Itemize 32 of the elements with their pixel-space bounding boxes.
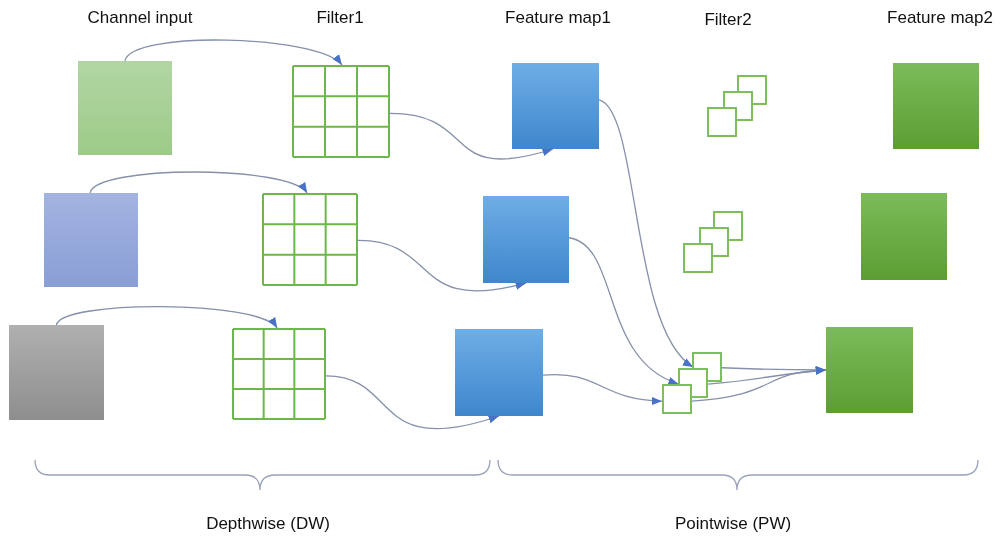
arrow — [691, 366, 827, 402]
arrow — [357, 239, 527, 292]
filter-grid — [292, 65, 390, 158]
arrow — [568, 237, 680, 385]
input-square — [9, 325, 104, 420]
column-heading: Feature map2 — [887, 8, 993, 28]
section-label: Pointwise (PW) — [674, 514, 792, 534]
feature-map-square — [455, 329, 543, 416]
input-square — [78, 61, 172, 155]
input-square — [44, 193, 138, 287]
filter-stack-drawing — [683, 211, 743, 274]
column-heading: Filter1 — [316, 8, 364, 28]
section-label: Depthwise (DW) — [206, 514, 330, 534]
arrow — [55, 306, 278, 329]
arrow — [124, 39, 343, 66]
column-heading: Filter2 — [704, 10, 752, 30]
column-heading: Channel input — [87, 8, 193, 28]
feature-map-square — [861, 193, 947, 280]
feature-map-square — [483, 196, 569, 283]
filter-grid — [232, 328, 326, 420]
feature-map-square — [512, 63, 599, 149]
feature-map-square — [826, 327, 913, 413]
feature-map-square — [893, 63, 979, 149]
filter-grid — [262, 193, 358, 286]
column-heading: Feature map1 — [505, 8, 611, 28]
arrow — [598, 99, 694, 368]
arrow — [89, 171, 308, 194]
filter-stack-drawing — [662, 352, 722, 415]
arrow — [325, 375, 500, 429]
arrow — [542, 373, 663, 405]
filter-stack-drawing — [707, 75, 767, 138]
arrow — [389, 112, 554, 160]
